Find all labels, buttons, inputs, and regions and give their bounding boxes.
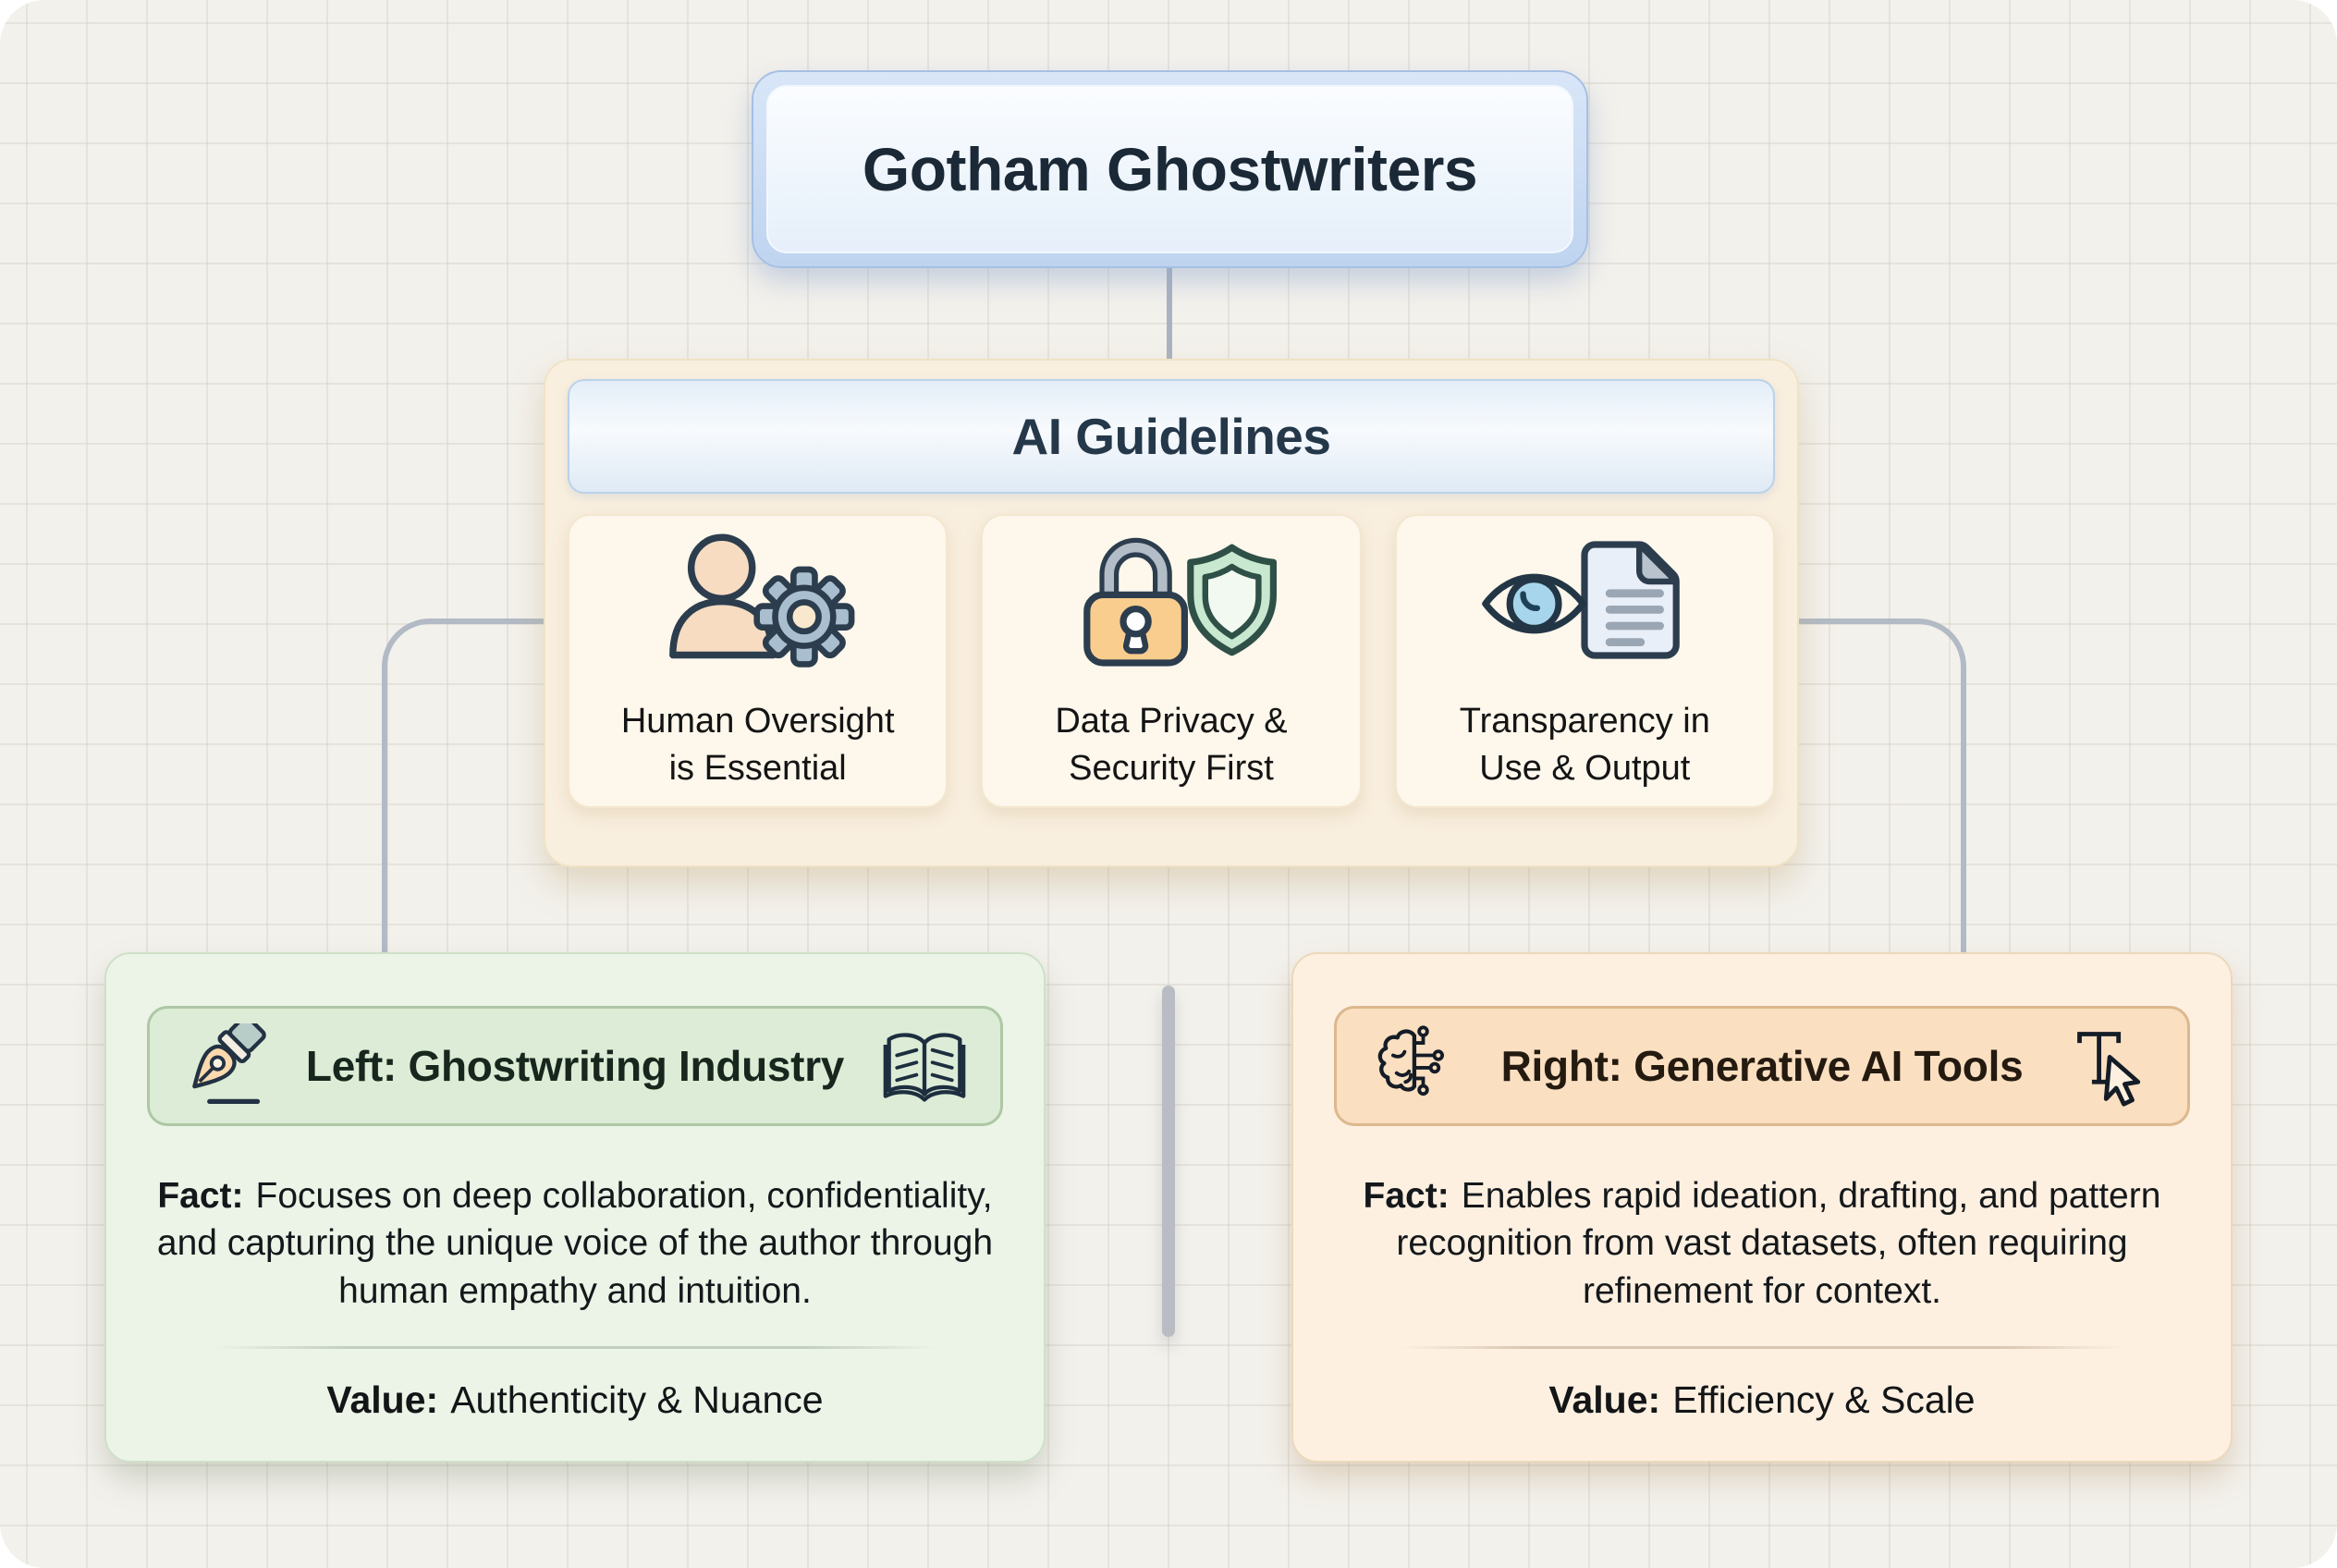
left-branch-title: Left: Ghostwriting Industry (305, 1042, 845, 1090)
person-gear-icon (669, 533, 855, 668)
right-branch-fact: Fact:Enables rapid ideation, drafting, a… (1363, 1176, 2161, 1311)
pen-nib-icon (192, 1023, 266, 1104)
page-title: Gotham Ghostwriters (766, 85, 1573, 253)
center-divider-bar (1162, 986, 1175, 1337)
connector-title-to-guidelines (1167, 266, 1172, 361)
card-label: Human Oversight is Essential (620, 702, 895, 788)
left-branch-header[interactable]: Left: Ghostwriting Industry (147, 1006, 1003, 1126)
guideline-card-data-privacy[interactable]: Data Privacy & Security First (981, 514, 1362, 808)
ai-brain-icon (1377, 1025, 1445, 1096)
open-book-icon (883, 1033, 966, 1102)
connector-guidelines-to-left-branch (382, 619, 551, 960)
lock-shield-icon (1083, 537, 1277, 667)
text-cursor-icon (2077, 1032, 2141, 1107)
guidelines-title: AI Guidelines (1011, 408, 1331, 465)
connector-guidelines-to-right-branch (1797, 619, 1966, 960)
left-branch-value: Value:Authenticity & Nuance (326, 1378, 824, 1422)
guidelines-group[interactable]: AI Guidelines (544, 359, 1799, 867)
eye-document-icon (1482, 541, 1681, 659)
guidelines-cards: Human Oversight is Essential Data Privac… (568, 514, 1775, 808)
left-branch-card[interactable]: Left: Ghostwriting Industry Fact:Focuses… (104, 952, 1046, 1463)
guideline-card-human-oversight[interactable]: Human Oversight is Essential (568, 514, 948, 808)
card-label: Transparency in Use & Output (1459, 702, 1710, 788)
card-label: Data Privacy & Security First (1055, 702, 1288, 788)
right-branch-divider (1401, 1346, 2123, 1350)
right-branch-value: Value:Efficiency & Scale (1548, 1378, 1976, 1422)
root-node[interactable]: Gotham Ghostwriters (752, 70, 1588, 268)
right-branch-header[interactable]: Right: Generative AI Tools (1334, 1006, 2190, 1126)
right-branch-title: Right: Generative AI Tools (1500, 1042, 2024, 1090)
right-branch-card[interactable]: Right: Generative AI Tools Fact:Enables … (1291, 952, 2233, 1463)
guidelines-header[interactable]: AI Guidelines (568, 379, 1775, 494)
guideline-card-transparency[interactable]: Transparency in Use & Output (1394, 514, 1775, 808)
left-branch-fact: Fact:Focuses on deep collaboration, conf… (156, 1176, 994, 1311)
left-branch-divider (214, 1346, 936, 1350)
